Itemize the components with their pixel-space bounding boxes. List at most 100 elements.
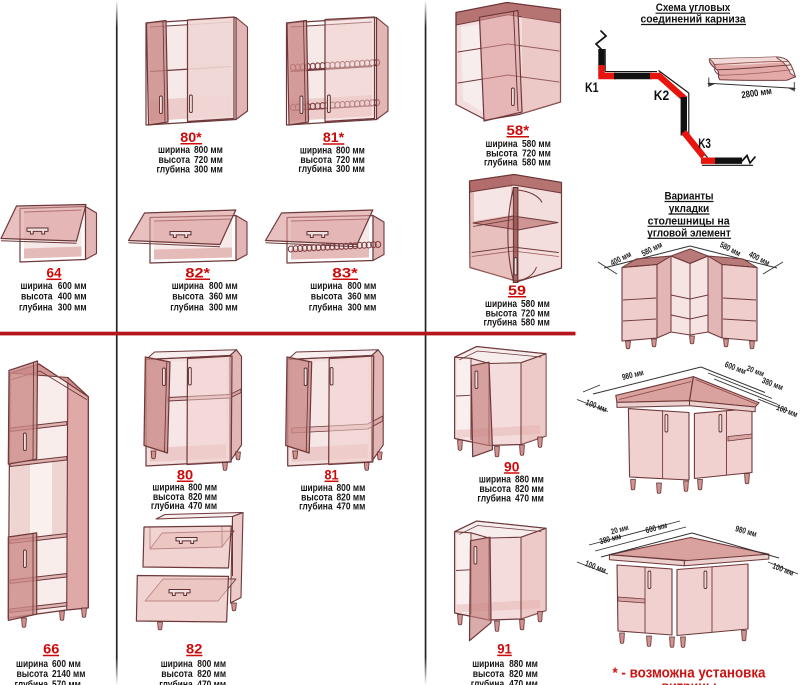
svg-text:470 мм: 470 мм — [188, 501, 217, 512]
svg-text:ширина: ширина — [161, 659, 193, 670]
svg-text:66: 66 — [43, 641, 59, 657]
svg-text:ширина: ширина — [472, 659, 504, 670]
svg-text:2140 мм: 2140 мм — [52, 669, 85, 680]
svg-text:соединений карниза: соединений карниза — [641, 13, 747, 25]
svg-text:ширина: ширина — [486, 139, 518, 150]
svg-text:59: 59 — [508, 282, 526, 298]
svg-text:470 мм: 470 мм — [197, 680, 226, 685]
svg-text:82*: 82* — [185, 265, 210, 281]
svg-text:580 мм: 580 мм — [522, 158, 551, 169]
svg-text:300 мм: 300 мм — [58, 302, 87, 313]
svg-text:64: 64 — [47, 265, 62, 281]
svg-text:800 мм: 800 мм — [337, 483, 366, 494]
svg-text:глубина: глубина — [19, 301, 53, 313]
svg-text:83*: 83* — [332, 265, 358, 281]
svg-text:столешницы на: столешницы на — [648, 215, 731, 227]
svg-text:800 мм: 800 мм — [336, 145, 365, 156]
svg-text:600 мм: 600 мм — [52, 659, 81, 670]
svg-text:ширина: ширина — [300, 145, 332, 156]
svg-text:высота: высота — [486, 148, 518, 159]
svg-text:820 мм: 820 мм — [197, 669, 226, 680]
svg-text:820 мм: 820 мм — [188, 492, 217, 503]
svg-text:600 мм: 600 мм — [58, 281, 87, 292]
svg-text:высота: высота — [311, 292, 343, 303]
svg-text:800 мм: 800 мм — [194, 145, 223, 156]
svg-text:800 мм: 800 мм — [348, 281, 377, 292]
svg-text:720 мм: 720 мм — [194, 155, 223, 166]
svg-text:ширина: ширина — [152, 483, 184, 494]
svg-text:высота: высота — [479, 484, 511, 495]
svg-text:K3: K3 — [698, 136, 711, 151]
svg-text:820 мм: 820 мм — [337, 492, 366, 503]
svg-text:K2: K2 — [654, 88, 669, 103]
svg-text:глубина: глубина — [15, 679, 49, 685]
svg-text:91: 91 — [497, 641, 512, 657]
svg-text:ширина: ширина — [21, 281, 53, 292]
svg-text:580 мм: 580 мм — [521, 318, 550, 329]
svg-text:ширина: ширина — [310, 281, 342, 292]
svg-text:высота: высота — [153, 492, 185, 503]
svg-text:укладки: укладки — [669, 203, 710, 215]
svg-text:82: 82 — [186, 641, 203, 657]
svg-text:880 мм: 880 мм — [515, 474, 544, 485]
svg-text:470 мм: 470 мм — [515, 494, 544, 505]
svg-text:300 мм: 300 мм — [336, 164, 365, 175]
svg-text:880 мм: 880 мм — [509, 659, 538, 670]
svg-text:360 мм: 360 мм — [209, 292, 238, 303]
svg-text:глубина: глубина — [151, 500, 185, 512]
svg-text:81: 81 — [325, 467, 339, 483]
svg-text:400 мм: 400 мм — [58, 292, 87, 303]
svg-text:высота: высота — [301, 492, 333, 503]
svg-text:высота: высота — [172, 292, 204, 303]
svg-text:глубина: глубина — [159, 679, 193, 685]
svg-text:90: 90 — [504, 458, 520, 474]
svg-text:800 мм: 800 мм — [188, 483, 217, 494]
svg-text:470 мм: 470 мм — [509, 679, 538, 685]
svg-text:* - возможна установка: * - возможна установка — [613, 665, 767, 682]
svg-text:300 мм: 300 мм — [348, 302, 377, 313]
svg-text:Схема угловых: Схема угловых — [656, 2, 731, 14]
svg-text:высота: высота — [159, 155, 191, 166]
svg-text:80*: 80* — [180, 129, 202, 145]
svg-text:высота: высота — [17, 669, 49, 680]
svg-text:глубина: глубина — [309, 301, 343, 313]
svg-text:ширина: ширина — [479, 474, 511, 485]
svg-text:глубина: глубина — [484, 317, 518, 329]
svg-text:K1: K1 — [585, 80, 599, 95]
svg-text:470 мм: 470 мм — [337, 501, 366, 512]
svg-text:глубина: глубина — [298, 163, 332, 175]
svg-text:угловой элемент: угловой элемент — [647, 227, 731, 239]
svg-text:высота: высота — [473, 669, 505, 680]
svg-text:570 мм: 570 мм — [52, 680, 81, 685]
svg-text:ширина: ширина — [16, 659, 48, 670]
svg-text:360 мм: 360 мм — [348, 292, 377, 303]
svg-text:720 мм: 720 мм — [336, 155, 365, 166]
svg-text:ширина: ширина — [172, 281, 204, 292]
svg-text:720 мм: 720 мм — [522, 148, 551, 159]
svg-text:Варианты: Варианты — [665, 191, 714, 203]
svg-text:глубина: глубина — [170, 301, 204, 313]
svg-text:720 мм: 720 мм — [521, 308, 550, 319]
svg-text:300 мм: 300 мм — [209, 302, 238, 313]
svg-text:2800 мм: 2800 мм — [741, 86, 773, 101]
svg-text:высота: высота — [21, 292, 53, 303]
svg-text:высота: высота — [300, 155, 332, 166]
svg-text:глубина: глубина — [471, 678, 505, 685]
svg-text:витрины: витрины — [662, 679, 717, 685]
svg-text:580 мм: 580 мм — [522, 139, 551, 150]
svg-text:820 мм: 820 мм — [515, 484, 544, 495]
svg-text:высота: высота — [161, 669, 193, 680]
svg-text:80: 80 — [177, 467, 194, 483]
svg-text:высота: высота — [486, 308, 518, 319]
svg-text:глубина: глубина — [157, 163, 191, 175]
svg-text:580 мм: 580 мм — [521, 299, 550, 310]
svg-text:81*: 81* — [323, 129, 345, 145]
svg-text:ширина: ширина — [485, 299, 517, 310]
svg-text:800 мм: 800 мм — [209, 281, 238, 292]
svg-text:ширина: ширина — [301, 483, 333, 494]
svg-text:800 мм: 800 мм — [197, 659, 226, 670]
svg-text:58*: 58* — [507, 122, 530, 138]
svg-text:820 мм: 820 мм — [509, 669, 538, 680]
svg-text:глубина: глубина — [299, 500, 333, 512]
svg-text:ширина: ширина — [158, 145, 190, 156]
